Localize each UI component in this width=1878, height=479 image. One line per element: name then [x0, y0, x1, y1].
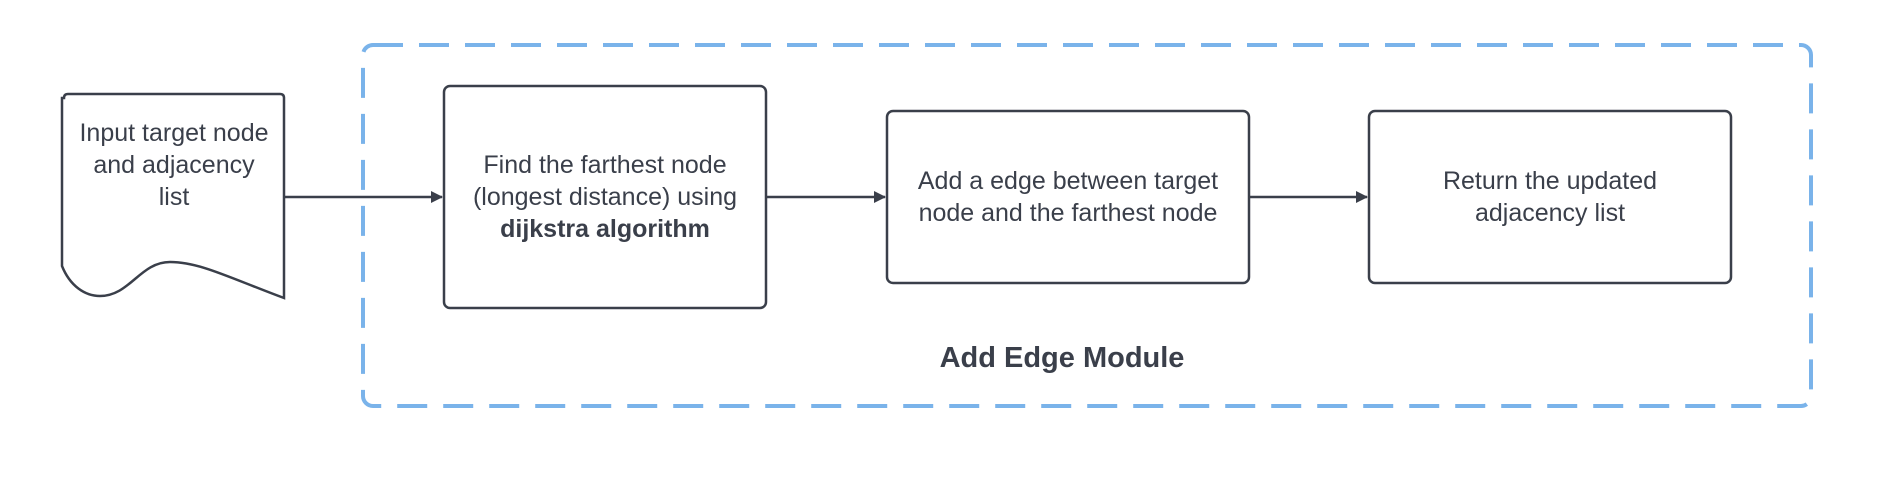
step-find-farthest-line-1: Find the farthest node — [483, 151, 727, 179]
input-node-line-1: Input target node — [79, 119, 269, 147]
step-return-list-label: Return the updated adjacency list — [1369, 111, 1731, 283]
step-return-list-line-1: Return the updated — [1442, 167, 1658, 195]
input-node-line-2: and adjacency — [93, 151, 255, 179]
step-return-list-box — [1367, 109, 1733, 285]
add-edge-module-container — [361, 43, 1813, 408]
input-document-shape — [60, 92, 286, 300]
module-title: Add Edge Module — [939, 341, 1185, 374]
step-add-edge-line-2: node and the farthest node — [918, 199, 1218, 227]
input-node-label: Input target node and adjacency list — [64, 110, 284, 220]
step-return-list-line-2: adjacency list — [1474, 199, 1626, 227]
step-add-edge-label: Add a edge between target node and the f… — [887, 111, 1249, 283]
input-node-line-3: list — [158, 183, 190, 211]
step-add-edge-line-1: Add a edge between target — [917, 167, 1219, 195]
step-find-farthest-label: Find the farthest node (longest distance… — [444, 86, 766, 308]
step-find-farthest-bold: dijkstra algorithm — [500, 215, 710, 243]
step-find-farthest-line-2: (longest distance) using — [472, 183, 738, 211]
